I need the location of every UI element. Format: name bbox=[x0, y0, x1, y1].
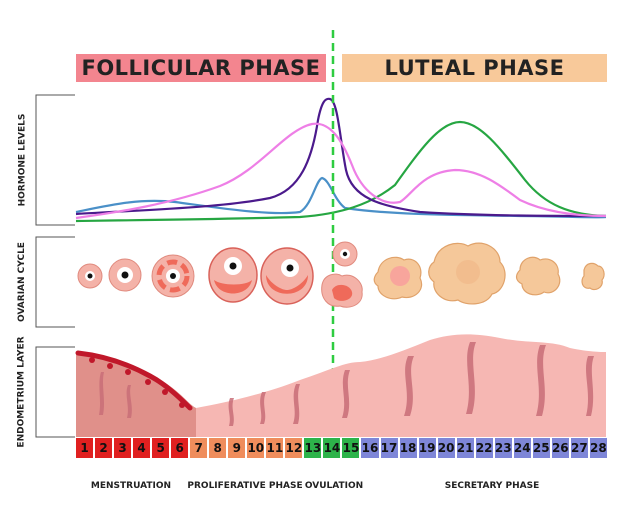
day-box-24: 24 bbox=[513, 438, 531, 458]
day-box-19: 19 bbox=[418, 438, 436, 458]
ovulation-label: OVULATION bbox=[304, 481, 364, 491]
day-box-22: 22 bbox=[475, 438, 493, 458]
day-box-11: 11 bbox=[266, 438, 284, 458]
progesterone-curve bbox=[75, 120, 607, 223]
day-box-8: 8 bbox=[209, 438, 227, 458]
day-box-4: 4 bbox=[133, 438, 151, 458]
secretary-phase-label: SECRETARY PHASE bbox=[444, 481, 540, 491]
ovulating-follicle bbox=[321, 241, 363, 308]
endometrium-tissue bbox=[76, 334, 606, 437]
day-box-1: 1 bbox=[76, 438, 94, 458]
day-box-16: 16 bbox=[361, 438, 379, 458]
day-box-12: 12 bbox=[285, 438, 303, 458]
day-box-23: 23 bbox=[494, 438, 512, 458]
day-box-17: 17 bbox=[380, 438, 398, 458]
day-box-3: 3 bbox=[114, 438, 132, 458]
section-brackets bbox=[35, 94, 75, 438]
day-box-27: 27 bbox=[570, 438, 588, 458]
graafian-follicle bbox=[260, 247, 314, 305]
lh-curve bbox=[75, 97, 607, 218]
day-box-10: 10 bbox=[247, 438, 265, 458]
primordial-follicle bbox=[77, 263, 103, 289]
day-box-28: 28 bbox=[589, 438, 607, 458]
day-box-5: 5 bbox=[152, 438, 170, 458]
day-box-26: 26 bbox=[551, 438, 569, 458]
day-box-9: 9 bbox=[228, 438, 246, 458]
day-box-21: 21 bbox=[456, 438, 474, 458]
corpus-luteum-regressing bbox=[515, 256, 561, 296]
menstrual-blood bbox=[75, 350, 193, 411]
corpus-albicans bbox=[581, 262, 605, 291]
day-box-20: 20 bbox=[437, 438, 455, 458]
hormone-curves bbox=[75, 97, 607, 223]
day-box-6: 6 bbox=[171, 438, 189, 458]
day-box-15: 15 bbox=[342, 438, 360, 458]
secondary-follicle bbox=[151, 254, 195, 298]
day-box-18: 18 bbox=[399, 438, 417, 458]
menstrual-shedding bbox=[76, 352, 196, 437]
primary-follicle bbox=[108, 258, 142, 292]
estrogen-curve bbox=[75, 122, 607, 220]
blood-drops bbox=[89, 357, 185, 408]
uterine-glands bbox=[99, 342, 594, 426]
day-box-25: 25 bbox=[532, 438, 550, 458]
follicular-phase-banner: FOLLICULAR PHASE bbox=[76, 54, 326, 82]
luteal-phase-banner: LUTEAL PHASE bbox=[342, 54, 607, 82]
day-box-13: 13 bbox=[304, 438, 322, 458]
day-box-2: 2 bbox=[95, 438, 113, 458]
tertiary-follicle bbox=[208, 247, 258, 303]
corpus-luteum bbox=[428, 242, 506, 305]
day-box-14: 14 bbox=[323, 438, 341, 458]
ovarian-cycle-row bbox=[77, 241, 605, 308]
proliferative-phase-label: PROLIFERATIVE PHASE bbox=[187, 481, 303, 491]
day-box-7: 7 bbox=[190, 438, 208, 458]
corpus-luteum-early bbox=[373, 256, 423, 300]
menstruation-label: MENSTRUATION bbox=[90, 481, 172, 491]
endometrium-layer bbox=[75, 334, 606, 437]
